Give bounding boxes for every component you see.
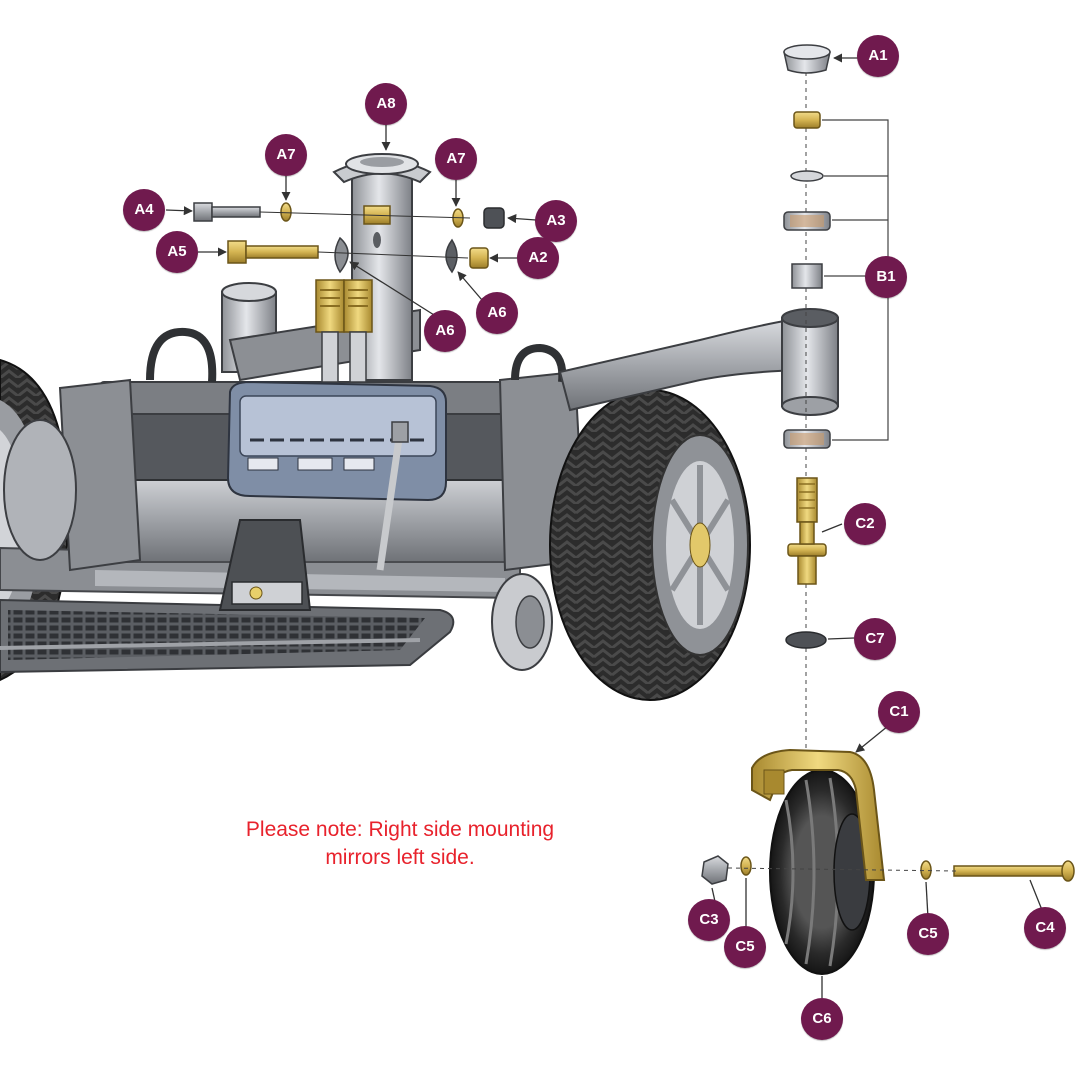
a4-bolt [193,202,261,222]
anti-tip-roller [491,573,553,671]
callout-a7-right: A7 [435,138,477,180]
callout-c6: C6 [801,998,843,1040]
c5-washer-left [740,856,752,876]
callout-c7: C7 [854,618,896,660]
b1-spacer-tube [791,263,823,289]
callout-a3: A3 [535,200,577,242]
callout-a7-left: A7 [265,134,307,176]
callout-c4: C4 [1024,907,1066,949]
callout-a4: A4 [123,189,165,231]
callout-c5-left: C5 [724,926,766,968]
right-drive-wheel [549,389,751,701]
a2-nut [469,247,489,269]
c5-washer-right [920,860,932,880]
c3-nut [701,855,729,885]
b1-washer [790,170,824,182]
callout-a6-right: A6 [476,292,518,334]
a6-spacer-left [334,236,349,274]
callout-a5: A5 [156,231,198,273]
caster-axis-line [727,867,957,872]
callout-a1: A1 [857,35,899,77]
front-bracket [218,519,312,611]
mounting-note-line-1: Please note: Right side mounting [245,818,555,841]
brass-clamp-blocks [315,279,373,383]
mounting-note-line-2: mirrors left side. [325,846,475,869]
leader-arrows [165,53,1043,998]
callout-c2: C2 [844,503,886,545]
callout-c1: C1 [878,691,920,733]
a7-washer-left [280,202,292,222]
b1-lower-bearing [783,429,831,449]
c2-caster-stem [787,477,827,585]
b1-nut [793,111,821,129]
a-hardware-axis-lines [259,211,471,259]
a1-cap [783,44,831,74]
c1-caster-fork [751,748,886,881]
c7-nut [785,631,827,649]
a5-bolt [227,240,319,264]
callout-a2: A2 [517,237,559,279]
b1-upper-bearing [783,211,831,231]
mounting-note: Please note: Right side mounting mirrors… [190,816,610,872]
callout-a8: A8 [365,83,407,125]
a3-nut [483,207,505,229]
front-swing-arm [558,308,839,416]
a6-spacer-right [445,238,458,274]
callout-c5-right: C5 [907,913,949,955]
callout-c3: C3 [688,899,730,941]
callout-a6-left: A6 [424,310,466,352]
callout-b1: B1 [865,256,907,298]
battery-connector-panel [226,380,447,571]
footplate [0,598,455,674]
c4-axle-bolt [953,860,1075,882]
